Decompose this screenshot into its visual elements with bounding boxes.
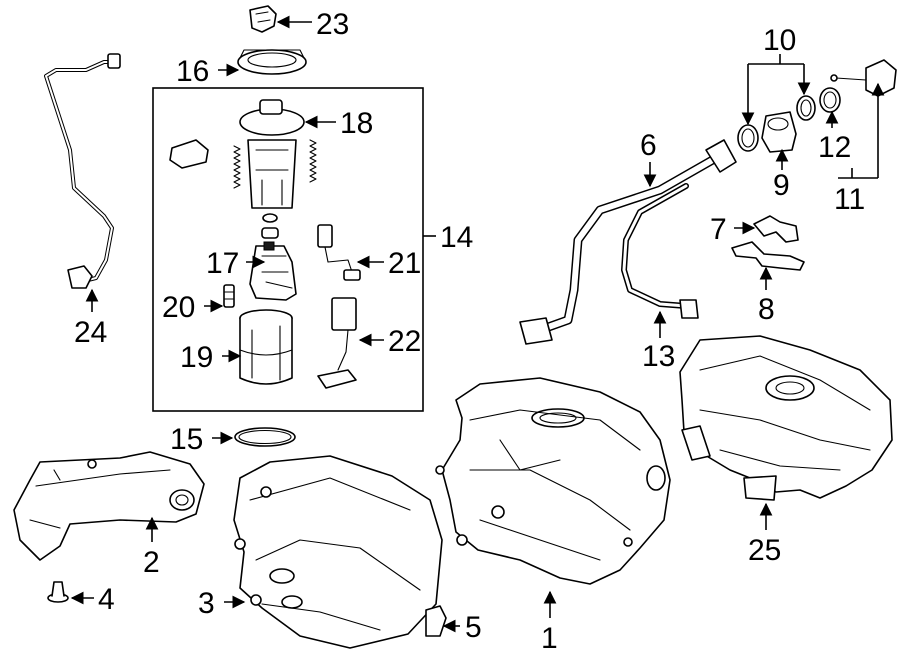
callout-21: 21 xyxy=(388,247,421,280)
part-22-level-sender xyxy=(317,297,357,389)
fuel-pump-module-box xyxy=(152,87,424,412)
callout-3: 3 xyxy=(198,587,215,620)
callout-1: 1 xyxy=(541,622,558,655)
callout-11: 11 xyxy=(834,183,865,216)
part-15-gasket xyxy=(234,427,296,447)
callout-19: 19 xyxy=(180,341,213,374)
part-3-lower-shield xyxy=(233,455,443,649)
part-8-bracket xyxy=(731,241,805,271)
part-2-heat-shield xyxy=(13,451,205,561)
callout-2: 2 xyxy=(143,546,160,579)
part-25-upper-shield xyxy=(679,335,893,501)
callout-4: 4 xyxy=(98,583,115,616)
callout-20: 20 xyxy=(162,291,195,324)
callout-15: 15 xyxy=(170,423,203,456)
part-19-filter xyxy=(239,309,293,385)
callout-9: 9 xyxy=(773,169,790,202)
part-9-filler-neck xyxy=(761,111,797,153)
part-21-wire-harness xyxy=(317,224,361,281)
part-5-pad xyxy=(425,605,447,637)
callout-16: 16 xyxy=(176,55,209,88)
filter-cap xyxy=(261,227,279,239)
leaders xyxy=(70,15,885,633)
callout-6: 6 xyxy=(640,129,657,162)
o-ring-small xyxy=(262,213,278,223)
callout-23: 23 xyxy=(316,8,349,41)
part-4-push-clip xyxy=(47,581,69,603)
part-6-filler-pipe xyxy=(519,139,737,345)
callout-22: 22 xyxy=(388,325,421,358)
callout-17: 17 xyxy=(206,247,239,280)
part-23-clip xyxy=(249,5,277,33)
part-20-valve xyxy=(223,284,235,308)
callout-8: 8 xyxy=(758,293,775,326)
part-18-pump-module xyxy=(169,99,317,209)
callout-10: 10 xyxy=(763,24,796,57)
callout-14: 14 xyxy=(440,221,473,254)
callouts: 23 16 18 14 17 21 20 22 19 24 15 2 4 3 5… xyxy=(74,8,865,655)
part-13-breather-tube xyxy=(621,183,699,319)
callout-24: 24 xyxy=(74,316,107,349)
part-10-o-ring-left xyxy=(737,124,759,152)
part-11-fuel-cap xyxy=(830,59,897,97)
part-10-o-ring-right xyxy=(796,95,816,121)
part-24-vent-line xyxy=(44,53,121,289)
part-17-fuel-pump xyxy=(249,241,297,301)
part-16-lock-ring xyxy=(237,49,307,75)
part-1-fuel-tank xyxy=(435,377,671,585)
part-7-bracket xyxy=(753,215,799,243)
callout-7: 7 xyxy=(710,213,727,246)
callout-12: 12 xyxy=(818,131,851,164)
callout-13: 13 xyxy=(642,340,675,373)
callout-25: 25 xyxy=(748,534,781,567)
part-12-ring xyxy=(819,87,841,113)
callout-5: 5 xyxy=(465,611,482,644)
callout-18: 18 xyxy=(340,107,373,140)
